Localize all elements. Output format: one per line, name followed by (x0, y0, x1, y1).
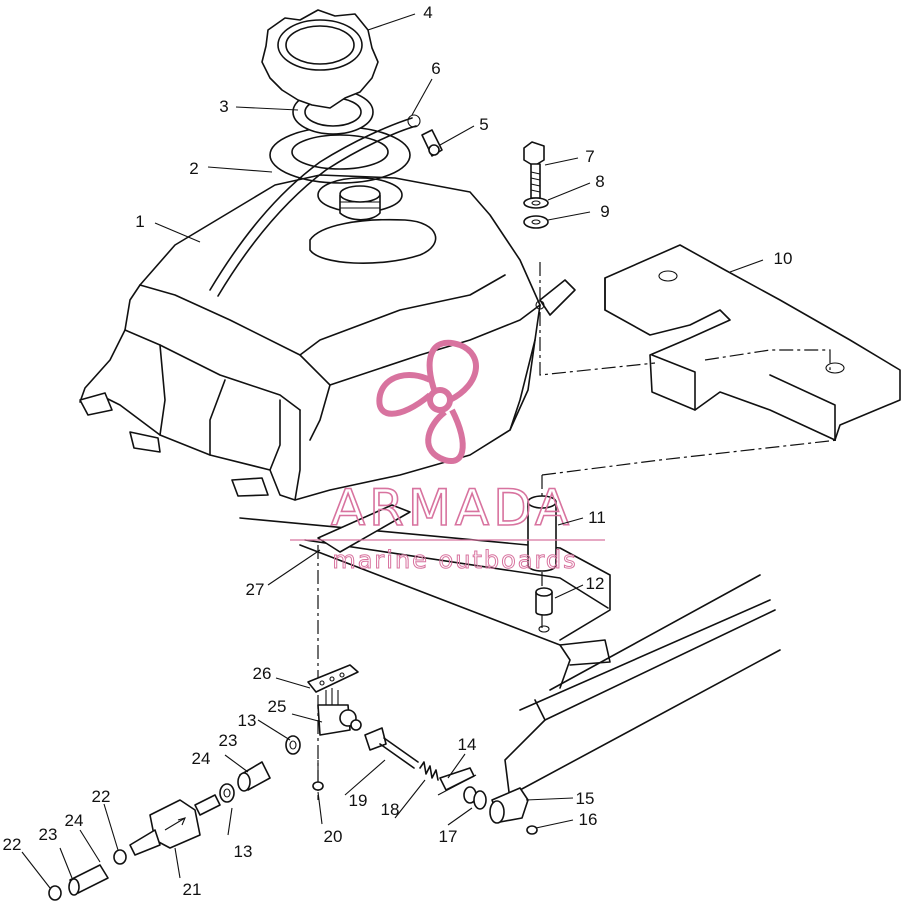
callout-7: 7 (585, 147, 594, 166)
propeller-logo-icon (376, 339, 479, 464)
callout-9: 9 (600, 202, 609, 221)
fuel-hose-upper (237, 761, 271, 792)
watermark: ARMADA marine outboards (290, 339, 605, 575)
callout-15: 15 (576, 789, 595, 808)
mounting-pads (604, 244, 901, 441)
callout-26: 26 (253, 664, 272, 683)
valve-spring (419, 761, 439, 781)
valve-shaft (364, 727, 419, 769)
callout-25: 25 (268, 697, 287, 716)
callout-21: 21 (183, 880, 202, 899)
leader-lines (21, 13, 764, 889)
callout-13-upper: 13 (238, 711, 257, 730)
callout-11: 11 (588, 508, 606, 527)
hose-clamp-lower (219, 783, 235, 803)
fuel-valve (317, 688, 362, 736)
callout-17: 17 (439, 827, 458, 846)
filler-neck (317, 177, 403, 221)
watermark-name: ARMADA (331, 479, 573, 537)
hose-clamp-22-upper (113, 849, 127, 865)
centerlines (317, 262, 839, 800)
vent-fitting (421, 129, 443, 157)
callout-22-lower: 22 (3, 835, 22, 854)
callout-12: 12 (586, 574, 605, 593)
fuel-filter (129, 794, 221, 856)
fuel-tank (79, 174, 576, 501)
callout-10: 10 (774, 249, 793, 268)
callout-4: 4 (423, 3, 432, 22)
valve-screw (312, 760, 324, 791)
callout-8: 8 (595, 172, 604, 191)
callout-20: 20 (324, 827, 343, 846)
callout-24-upper: 24 (192, 749, 211, 768)
callout-3: 3 (219, 97, 228, 116)
mounting-bracket (307, 664, 359, 693)
frame-rails (239, 517, 781, 801)
callout-23-lower: 23 (39, 825, 58, 844)
callout-19: 19 (349, 791, 368, 810)
callout-5: 5 (479, 115, 488, 134)
knob-screw (526, 825, 538, 835)
valve-washer (463, 786, 487, 810)
callout-24-lower: 24 (65, 811, 84, 830)
mounting-bolt (523, 141, 549, 229)
detent-plate (437, 767, 477, 796)
callout-27: 27 (246, 580, 265, 599)
hose-clamp-upper (285, 735, 301, 755)
vent-hose (209, 114, 421, 297)
watermark-tagline: marine outboards (332, 546, 577, 574)
fuel-hose-lower (68, 864, 109, 896)
bushing (535, 587, 553, 633)
callout-16: 16 (579, 810, 598, 829)
callout-14: 14 (458, 735, 477, 754)
callout-1: 1 (135, 212, 144, 231)
callout-23-upper: 23 (219, 731, 238, 750)
hose-clamp-22-lower (48, 885, 62, 901)
callout-labels: 1 2 3 4 5 6 7 8 9 10 11 12 13 13 14 15 1… (3, 3, 793, 899)
callout-22-upper: 22 (92, 787, 111, 806)
callout-6: 6 (431, 59, 440, 78)
callout-13-lower: 13 (234, 842, 253, 861)
valve-knob (489, 787, 529, 824)
callout-18: 18 (381, 800, 400, 819)
callout-2: 2 (189, 159, 198, 178)
fuel-cap (261, 9, 379, 109)
